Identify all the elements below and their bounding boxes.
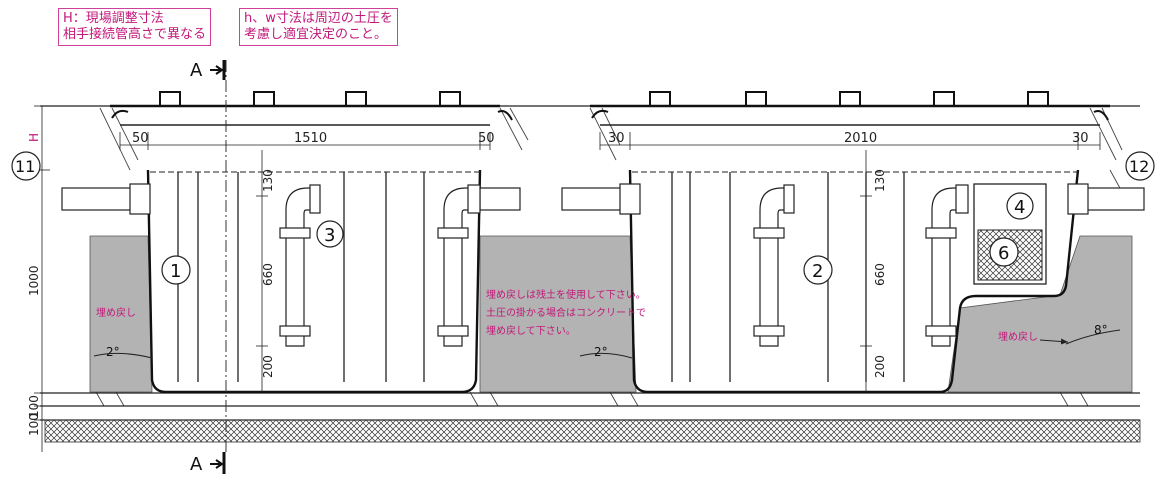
hw-note-line1: h、w寸法は周辺の土圧を [244, 11, 393, 26]
marker-circles [11, 151, 1155, 285]
angle-left: 2° [106, 345, 120, 359]
dim-height-bottom-right: 200 [873, 355, 887, 378]
backfill-label-left: 埋め戻し [96, 306, 136, 319]
dim-height-top-left: 130 [261, 169, 275, 192]
dim-height-H: H [27, 133, 41, 142]
section-mark-top: A [190, 60, 203, 81]
dim-left-width: 1510 [294, 131, 327, 146]
center-note-line1: 埋め戻しは残土を使用して下さい。 [486, 288, 646, 301]
dim-left-clear-left: 50 [132, 131, 149, 146]
backfill-label-right: 埋め戻し [998, 330, 1038, 343]
backfill-middle [479, 235, 637, 393]
h-note-line2: 相手接続管高さで異なる [63, 27, 207, 42]
marker-1: 1 [170, 261, 181, 282]
h-dimension-note: H：現場調整寸法 相手接続管高さで異なる [58, 8, 212, 46]
angle-marks [93, 329, 1121, 359]
dim-height-mid-left: 660 [261, 263, 275, 286]
dim-right-width: 2010 [844, 131, 877, 146]
dim-right-clear-left: 30 [608, 131, 625, 146]
center-note-line2: 土圧の掛かる場合はコンクリートで [486, 306, 646, 319]
dim-height-total: 1000 [27, 265, 41, 296]
marker-6: 6 [998, 243, 1009, 264]
dim-base-100-a: 100 [27, 395, 41, 418]
marker-11: 11 [15, 157, 35, 176]
vertical-dimensions [34, 105, 872, 452]
crushed-stone-layer [44, 419, 1141, 443]
hw-note-line2: 考慮し適宜決定のこと。 [244, 27, 388, 42]
marker-4: 4 [1014, 197, 1025, 218]
center-note-line3: 埋め戻して下さい。 [486, 324, 576, 337]
angle-middle: 2° [594, 345, 608, 359]
dim-height-mid-right: 660 [873, 263, 887, 286]
horizontal-dimensions [119, 132, 1101, 150]
h-note-line1: H：現場調整寸法 [63, 11, 164, 26]
angle-right: 8° [1094, 323, 1108, 337]
hw-dimension-note: h、w寸法は周辺の土圧を 考慮し適宜決定のこと。 [239, 8, 398, 46]
tank-1-body [110, 104, 500, 394]
marker-3: 3 [324, 225, 335, 246]
section-mark-bottom: A [190, 454, 203, 475]
backfill-left [89, 235, 153, 393]
marker-2: 2 [812, 261, 823, 282]
marker-12: 12 [1129, 157, 1149, 176]
tank-2-body [590, 104, 1110, 394]
lid-handles [111, 91, 1109, 121]
pipes [61, 183, 1145, 347]
dim-base-100-b: 100 [27, 413, 41, 436]
dim-height-top-right: 130 [873, 169, 887, 192]
dim-left-clear-right: 50 [478, 131, 495, 146]
dim-height-bottom-left: 200 [261, 355, 275, 378]
dim-right-clear-right: 30 [1072, 131, 1089, 146]
